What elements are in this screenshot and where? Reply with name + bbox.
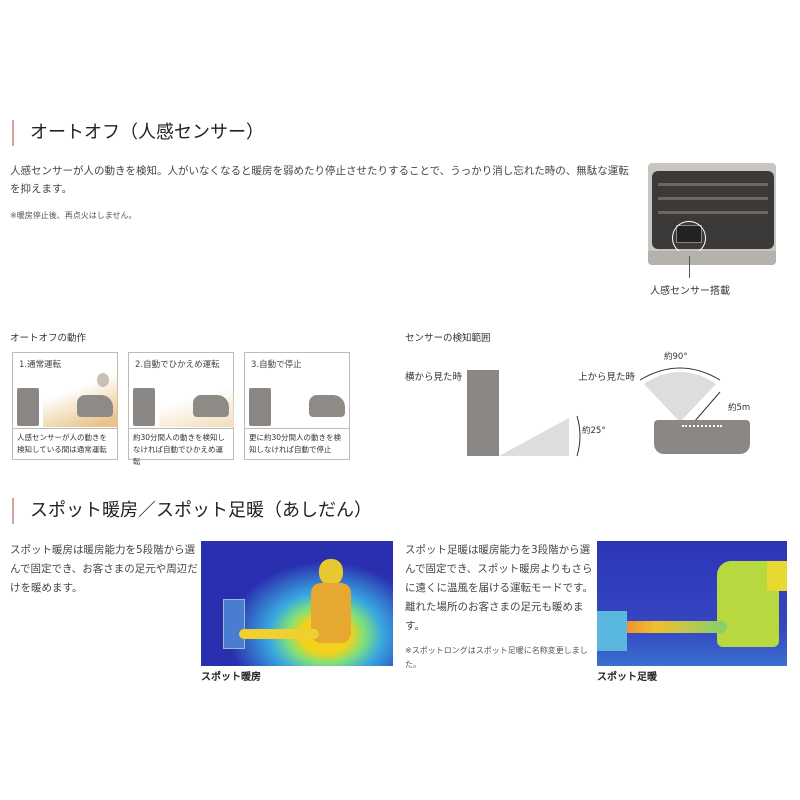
foot-heating-caption: スポット足暖 bbox=[597, 672, 657, 683]
operation-heading: オートオフの動作 bbox=[10, 333, 87, 344]
range-heading: センサーの検知範囲 bbox=[405, 333, 491, 344]
panel-title: 3.自動で停止 bbox=[251, 360, 302, 370]
chair-illustration bbox=[77, 395, 113, 417]
operation-panel-normal: 1.通常運転 人感センサーが人の動きを検知している間は通常運転 bbox=[12, 352, 118, 460]
panel-text: 人感センサーが人の動きを検知している間は通常運転 bbox=[13, 428, 117, 459]
side-detection-fan bbox=[499, 415, 581, 457]
heater-illustration bbox=[249, 388, 271, 426]
heater-side-illustration bbox=[467, 370, 499, 456]
heater-illustration bbox=[133, 388, 155, 426]
person-illustration bbox=[97, 373, 109, 387]
side-angle-label: 約25° bbox=[582, 426, 606, 436]
panel-text: 約30分間人の動きを検知しなければ自動でひかえめ運転 bbox=[129, 428, 233, 466]
spot-heating-caption: スポット暖房 bbox=[201, 672, 261, 683]
auto-off-description: 人感センサーが人の動きを検知。人がいなくなると暖房を弱めたり停止させたりすること… bbox=[10, 165, 629, 195]
sensor-product-image bbox=[648, 163, 776, 265]
heater-top-illustration bbox=[654, 420, 750, 454]
side-view-label: 横から見た時 bbox=[405, 372, 463, 383]
chair-illustration bbox=[193, 395, 229, 417]
top-view-label: 上から見た時 bbox=[578, 372, 636, 383]
panel-title: 2.自動でひかえめ運転 bbox=[135, 360, 220, 370]
distance-label: 約5m bbox=[728, 403, 751, 413]
auto-off-note: ※暖房停止後、再点火はしません。 bbox=[10, 211, 137, 220]
section-title-auto-off: オートオフ（人感センサー） bbox=[12, 120, 264, 146]
section-title-spot-heating: スポット暖房／スポット足暖（あしだん） bbox=[12, 498, 372, 524]
panel-text: 更に約30分間人の動きを検知しなければ自動で停止 bbox=[245, 428, 349, 459]
sensor-caption: 人感センサー搭載 bbox=[650, 286, 730, 297]
spot-heating-thermal-image bbox=[201, 541, 393, 666]
foot-heating-thermal-image bbox=[597, 541, 787, 666]
top-detection-fan bbox=[639, 367, 721, 423]
heater-illustration bbox=[17, 388, 39, 426]
top-angle-label: 約90° bbox=[664, 352, 688, 362]
panel-title: 1.通常運転 bbox=[19, 360, 62, 370]
foot-heating-note: ※スポットロングはスポット足暖に名称変更しました。 bbox=[405, 646, 588, 669]
foot-heating-description: スポット足暖は暖房能力を3段階から選んで固定でき、スポット暖房よりもさらに遠くに… bbox=[405, 544, 593, 632]
spot-heating-description: スポット暖房は暖房能力を5段階から選んで固定でき、お客さまの足元や周辺だけを暖め… bbox=[10, 544, 198, 594]
chair-illustration bbox=[309, 395, 345, 417]
operation-panel-reduced: 2.自動でひかえめ運転 約30分間人の動きを検知しなければ自動でひかえめ運転 bbox=[128, 352, 234, 466]
operation-panel-stop: 3.自動で停止 更に約30分間人の動きを検知しなければ自動で停止 bbox=[244, 352, 350, 460]
